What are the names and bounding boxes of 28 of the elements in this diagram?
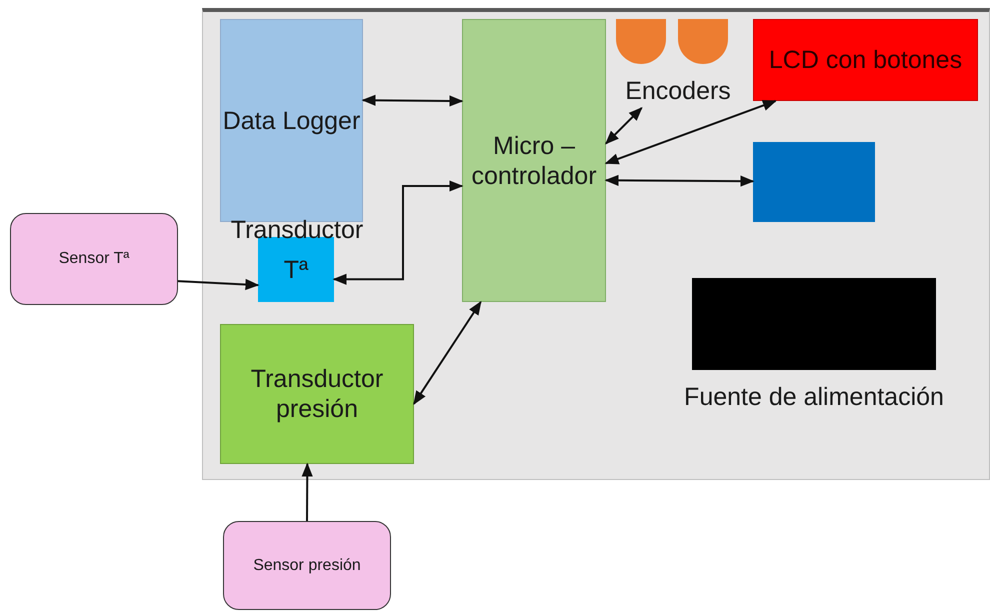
module-box xyxy=(753,142,875,222)
encoder-knob xyxy=(616,19,666,64)
sensor-box xyxy=(10,213,178,305)
module-label: LCD con botones xyxy=(768,45,962,75)
module-label: Data Logger xyxy=(222,106,360,136)
module-label: Transductor xyxy=(230,215,364,245)
arrow xyxy=(604,100,777,164)
module-box xyxy=(753,19,978,101)
power-supply-label: Fuente de alimentación xyxy=(683,382,945,413)
arrow xyxy=(604,174,754,187)
module-label: Micro – controlador xyxy=(470,130,598,190)
module-label: Sensor Tª xyxy=(58,249,130,269)
module-box xyxy=(220,324,414,464)
board-panel xyxy=(202,8,990,480)
module-label: Transductor presión xyxy=(250,364,384,424)
arrow xyxy=(605,107,643,144)
module-label: Tª xyxy=(284,254,308,284)
arrow xyxy=(362,94,464,107)
module-box xyxy=(462,19,606,302)
arrow xyxy=(413,300,482,405)
module-label: Sensor presión xyxy=(253,556,361,576)
arrow xyxy=(178,278,260,290)
arrow xyxy=(302,462,313,521)
encoder-knob xyxy=(678,19,728,64)
power-supply-block xyxy=(692,278,936,370)
sensor-box xyxy=(223,521,391,610)
arrow xyxy=(332,180,464,285)
module-label: Encoders xyxy=(613,74,743,108)
